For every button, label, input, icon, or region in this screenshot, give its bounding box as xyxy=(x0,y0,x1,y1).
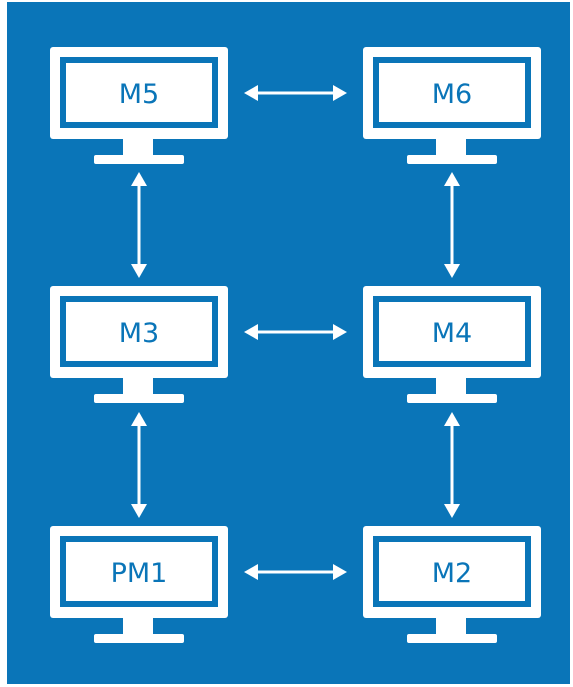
node-label-m5: M5 xyxy=(119,79,159,110)
arrow-m5-m6 xyxy=(244,85,347,101)
monitor-m3: M3 xyxy=(50,286,228,403)
monitor-icon xyxy=(363,47,541,164)
arrow-m3-m4 xyxy=(244,324,347,340)
monitor-icon xyxy=(363,526,541,643)
node-label-m6: M6 xyxy=(432,79,472,110)
arrow-m4-m2 xyxy=(444,412,460,518)
arrow-pm1-m2 xyxy=(244,564,347,580)
monitor-m6: M6 xyxy=(363,47,541,164)
monitor-pm1: PM1 xyxy=(50,526,228,643)
monitor-icon xyxy=(363,286,541,403)
monitor-m4: M4 xyxy=(363,286,541,403)
node-label-m2: M2 xyxy=(432,558,472,589)
monitor-icon xyxy=(50,286,228,403)
arrow-m3-pm1 xyxy=(131,412,147,518)
monitor-m2: M2 xyxy=(363,526,541,643)
arrow-m6-m4 xyxy=(444,172,460,278)
monitor-icon xyxy=(50,47,228,164)
node-label-m4: M4 xyxy=(432,318,472,349)
monitor-m5: M5 xyxy=(50,47,228,164)
node-label-m3: M3 xyxy=(119,318,159,349)
node-label-pm1: PM1 xyxy=(111,558,168,589)
arrow-m5-m3 xyxy=(131,172,147,278)
monitor-icon xyxy=(50,526,228,643)
